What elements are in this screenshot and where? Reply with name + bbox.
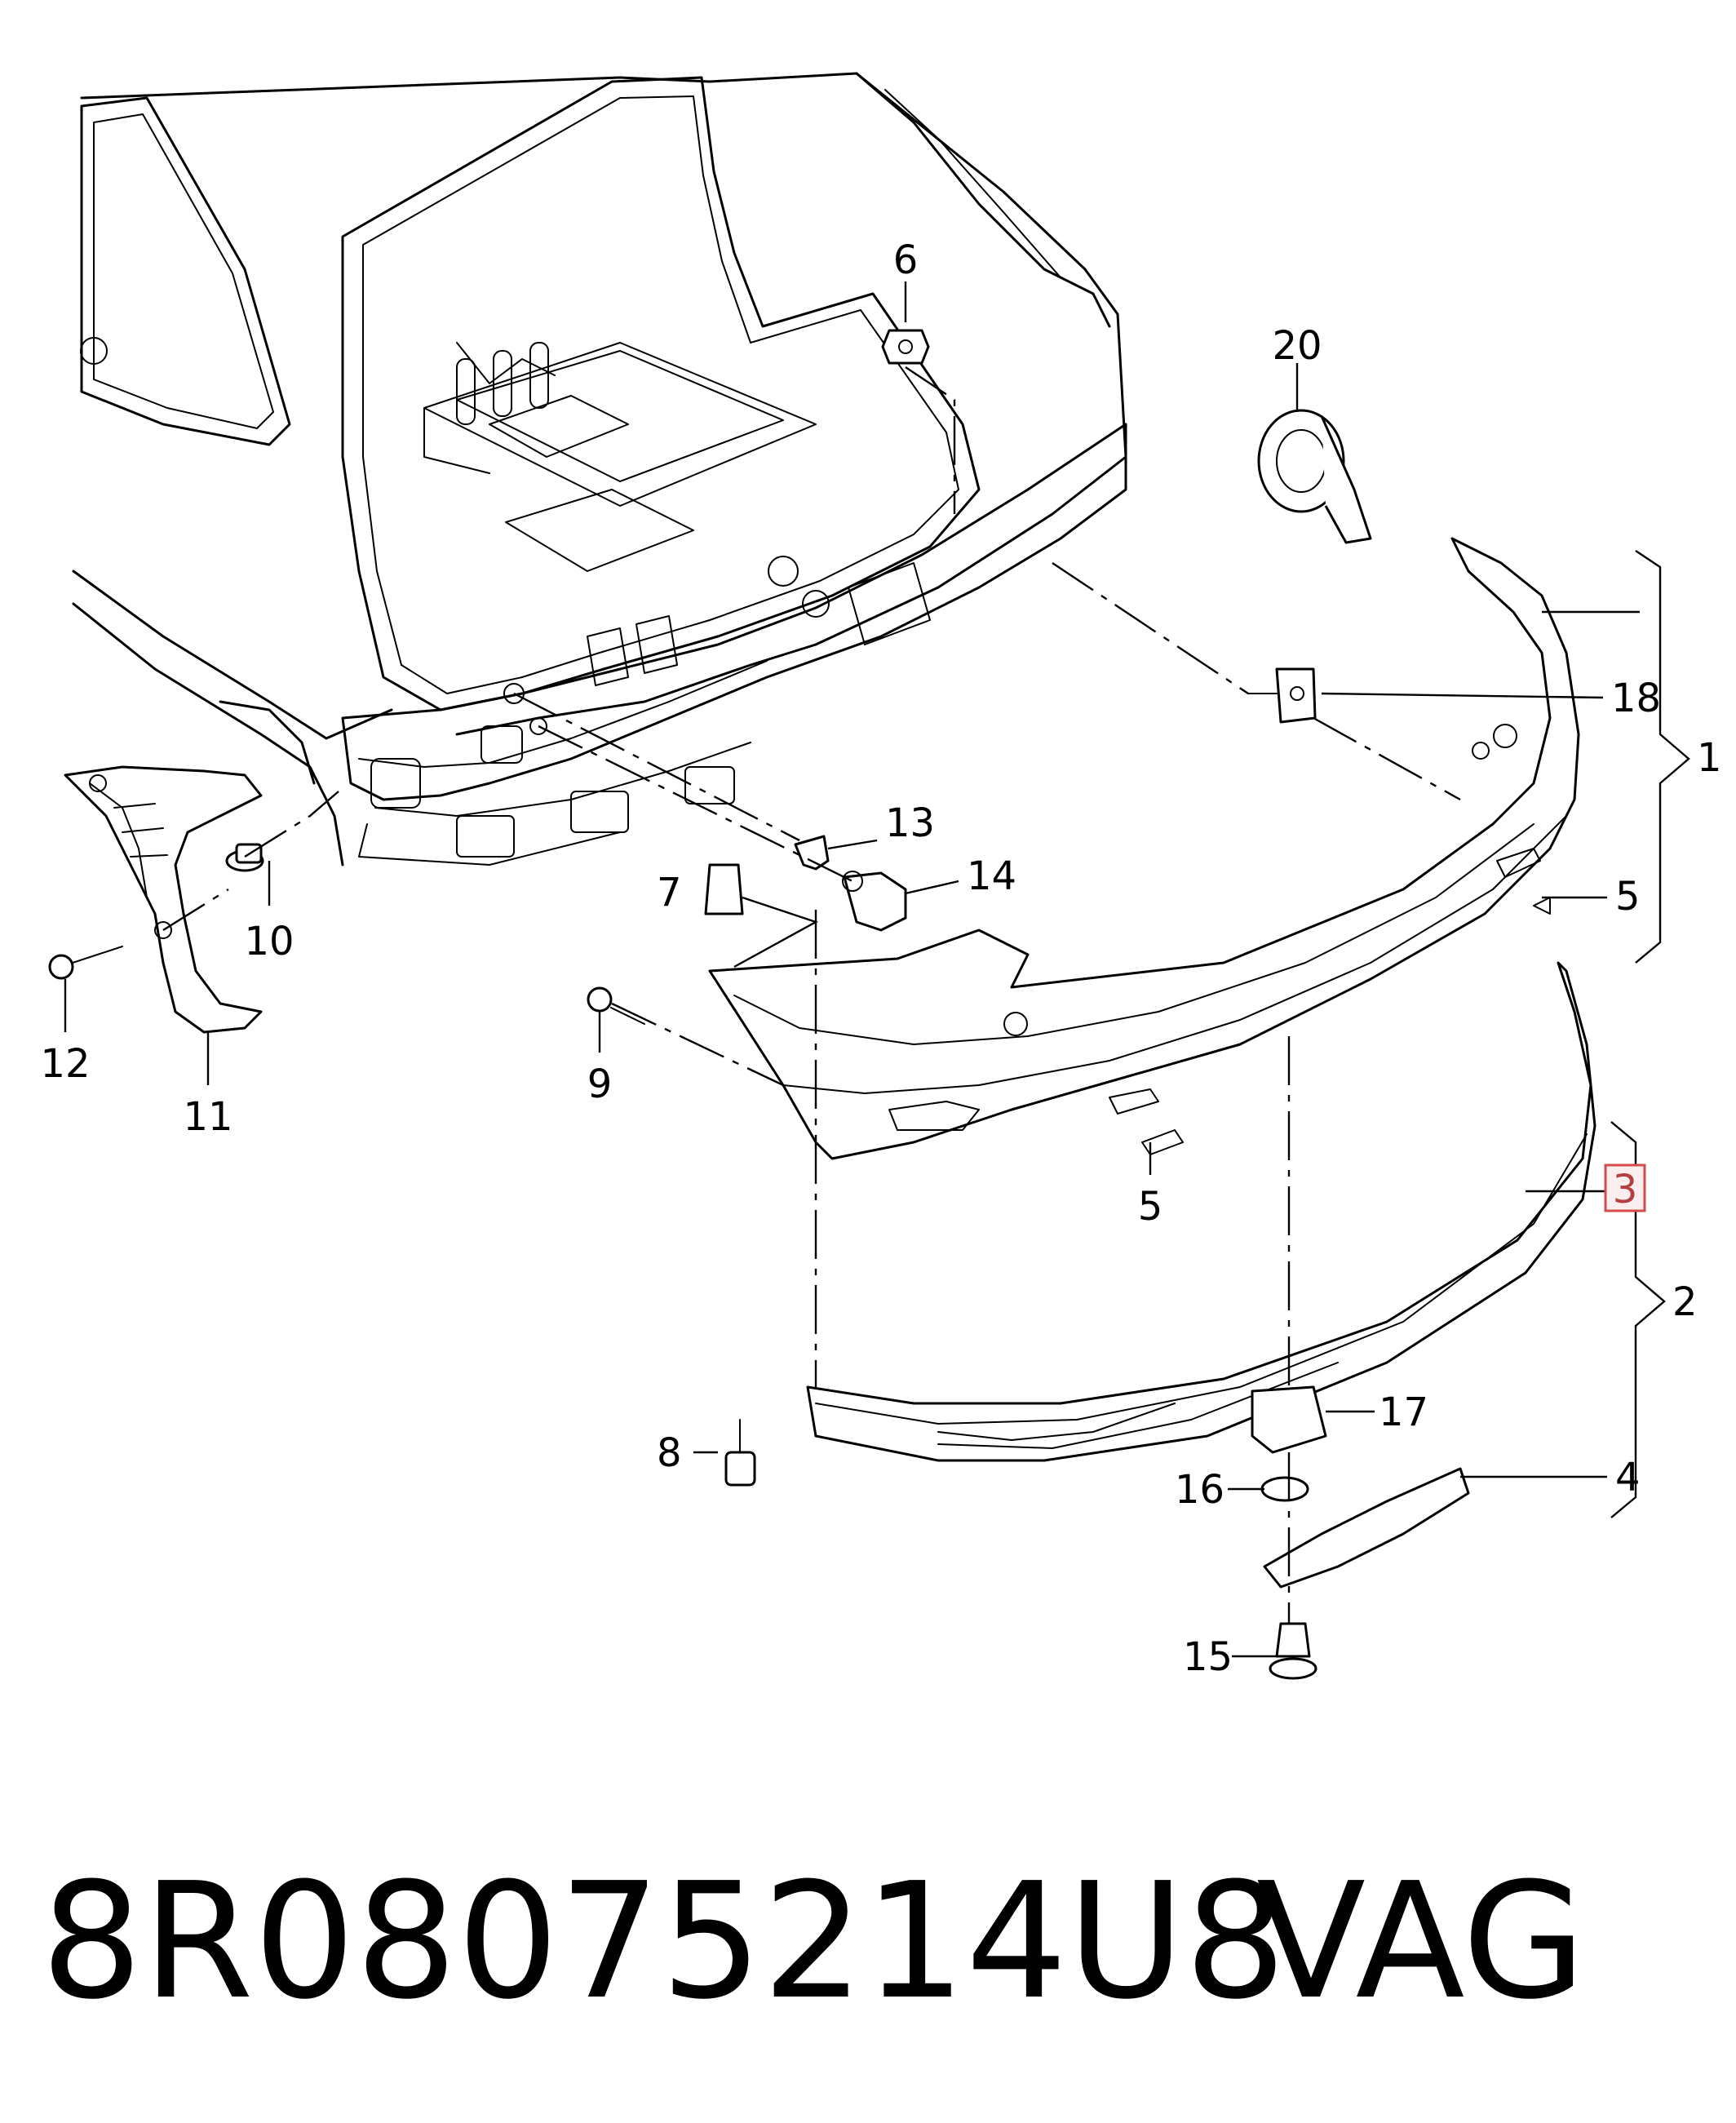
bracket-18 xyxy=(1247,667,1317,724)
screw-15 xyxy=(1269,1622,1318,1680)
screw-12 xyxy=(48,946,123,980)
clip-17 xyxy=(1251,1385,1327,1454)
callout-9: 9 xyxy=(587,1062,613,1107)
clip-7 xyxy=(704,863,744,915)
bumper-cover xyxy=(708,537,1580,1160)
callout-8: 8 xyxy=(657,1430,682,1476)
part-caption: 8R08075214U8 VAG xyxy=(41,1836,1705,2048)
callout-5-bottom: 5 xyxy=(1138,1184,1163,1230)
car-body-rear xyxy=(72,72,1127,866)
callout-12: 12 xyxy=(40,1041,90,1087)
callout-6: 6 xyxy=(893,237,919,283)
callout-11: 11 xyxy=(183,1094,232,1140)
screw-8 xyxy=(724,1419,756,1487)
callout-20: 20 xyxy=(1272,323,1322,369)
group-brackets xyxy=(1610,550,1690,1518)
clip-10 xyxy=(225,843,264,872)
callout-16: 16 xyxy=(1175,1467,1224,1513)
grommet-13 xyxy=(794,835,830,871)
leader-lines xyxy=(64,281,1640,1658)
callout-1: 1 xyxy=(1697,735,1722,781)
screw-9 xyxy=(587,986,645,1025)
nut-6 xyxy=(881,329,930,365)
tape-roll-20 xyxy=(1257,409,1372,544)
callout-13: 13 xyxy=(885,800,935,846)
callout-3: 3 xyxy=(1613,1167,1638,1212)
strip-4 xyxy=(1263,1467,1470,1589)
brand-name: VAG xyxy=(1256,1849,1587,2035)
bracket-left xyxy=(64,765,263,1034)
callout-7: 7 xyxy=(657,870,682,915)
callouts: 6 20 18 1 5 13 14 7 9 10 12 11 5 3 2 8 1… xyxy=(40,237,1721,1680)
callout-5-right: 5 xyxy=(1615,874,1641,920)
callout-15: 15 xyxy=(1183,1634,1233,1680)
callout-3-highlight xyxy=(1604,1163,1646,1212)
callout-10: 10 xyxy=(244,919,294,964)
sensor-14 xyxy=(842,871,907,932)
part-number: 8R08075214U8 xyxy=(41,1849,1286,2035)
callout-2: 2 xyxy=(1672,1279,1698,1325)
callout-17: 17 xyxy=(1379,1389,1428,1435)
washer-16 xyxy=(1260,1476,1309,1502)
assembly-lines xyxy=(162,366,1461,1624)
callout-18: 18 xyxy=(1611,676,1661,721)
callout-4: 4 xyxy=(1615,1455,1641,1500)
callout-14: 14 xyxy=(967,853,1016,899)
